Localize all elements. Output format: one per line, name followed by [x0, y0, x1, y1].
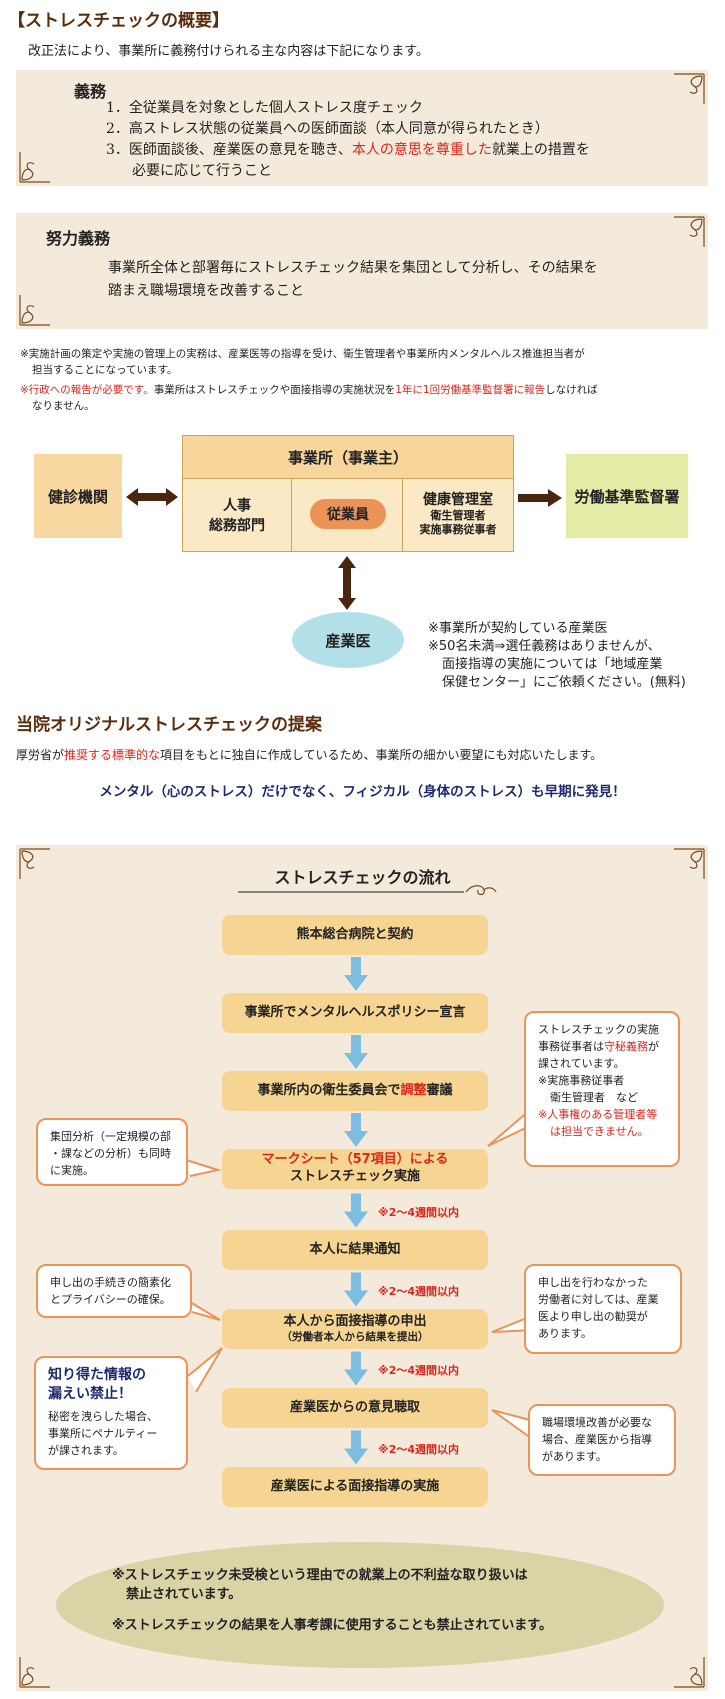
- down-arrow-icon: [344, 1113, 368, 1147]
- callout-recommendation: 申し出を行わなかった 労働者に対しては、産業 医より申し出の勧奨が あります。: [524, 1264, 682, 1354]
- interval-note: ※2～4週間以内: [378, 1206, 460, 1219]
- effort-title: 努力義務: [46, 229, 111, 248]
- hr-department: 人事総務部門: [183, 479, 292, 551]
- overview-title: 【ストレスチェックの概要】: [8, 11, 229, 31]
- flow-step-contract: 熊本総合病院と契約: [222, 915, 488, 955]
- callout-leak-prohibition: 知り得た情報の 漏えい禁止！ 秘密を洩らした場合、 事業所にペナルティー が課さ…: [34, 1356, 188, 1470]
- corner-ornament-icon: [18, 1649, 58, 1689]
- duty-item: 2．高ストレス状態の従業員への医師面談（本人同意が得られたとき）: [106, 121, 549, 137]
- health-checkup-org: 健診機関: [34, 454, 122, 538]
- down-arrow-icon: [344, 1351, 368, 1386]
- right-arrow-icon: [518, 489, 562, 507]
- interval-note: ※2～4週間以内: [378, 1364, 460, 1377]
- duty-title: 義務: [74, 82, 107, 101]
- flow-step-request: 本人から面接指導の申出 （労働者本人から結果を提出）: [222, 1309, 488, 1349]
- flow-step-stresscheck: マークシート（57項目）による ストレスチェック実施: [222, 1149, 488, 1189]
- note-practice: ※実施計画の策定や実施の管理上の実務は、産業医等の指導を受け、衛生管理者や事業所…: [20, 348, 585, 377]
- overview-intro: 改正法により、事業所に義務付けられる主な内容は下記になります。: [28, 44, 429, 59]
- down-arrow-icon: [344, 1272, 368, 1307]
- flow-step-opinion: 産業医からの意見聴取: [222, 1388, 488, 1428]
- duty-panel: 義務 1．全従業員を対象とした個人ストレス度チェック 2．高ストレス状態の従業員…: [16, 70, 708, 186]
- proposal-tagline: メンタル（心のストレス）だけでなく、フィジカル（身体のストレス）も早期に発見！: [99, 784, 626, 800]
- down-arrow-icon: [344, 1430, 368, 1465]
- health-room: 健康管理室 衛生管理者 実施事務従事者: [419, 492, 497, 536]
- callout-group-analysis: 集団分析（一定規模の部 ・課などの分析）も同時 に実施。: [36, 1118, 188, 1186]
- prohibition-notes: ※ストレスチェック未受検という理由での就業上の不利益な取り扱いは 禁止されていま…: [112, 1568, 552, 1633]
- duty-item: 1．全従業員を対象とした個人ストレス度チェック: [106, 100, 423, 116]
- employee-badge: 従業員: [310, 499, 386, 529]
- down-arrow-icon: [344, 1193, 368, 1228]
- prohibition-ellipse: [56, 1542, 664, 1668]
- corner-ornament-icon: [666, 1649, 706, 1689]
- callout-privacy: 申し出の手続きの簡素化 とプライバシーの確保。: [36, 1264, 192, 1318]
- corner-ornament-icon: [666, 847, 706, 887]
- bidirectional-arrow-icon: [126, 488, 178, 506]
- duty-item: 3．医師面談後、産業医の意見を聴き、本人の意思を尊重した就業上の措置を: [106, 142, 590, 158]
- corner-ornament-icon: [18, 287, 58, 327]
- callout-confidentiality: ストレスチェックの実施 事務従事者は守秘義務が 課されています。 ※実施事務従事…: [524, 1011, 680, 1167]
- flow-step-interview: 産業医による面接指導の実施: [222, 1467, 488, 1507]
- flow-step-committee: 事業所内の衛生委員会で調整審議: [222, 1071, 488, 1111]
- duty-list: 1．全従業員を対象とした個人ストレス度チェック 2．高ストレス状態の従業員への医…: [106, 98, 590, 182]
- proposal-body: 厚労省が推奨する標準的な項目をもとに独自に作成しているため、事業所の細かい要望に…: [16, 748, 603, 762]
- office-box: 事業所（事業主） 人事総務部門 従業員 健康管理室 衛生管理者 実施事務従事者: [182, 435, 514, 552]
- corner-ornament-icon: [666, 215, 706, 255]
- title-underline-ornament-icon: [238, 885, 497, 896]
- flow-title: ストレスチェックの流れ: [274, 868, 451, 887]
- duty-item-cont: 必要に応じて行うこと: [132, 163, 272, 179]
- industrial-doctor: 産業医: [292, 612, 404, 668]
- interval-note: ※2～4週間以内: [378, 1443, 460, 1456]
- employee-cell: 従業員: [292, 479, 403, 551]
- doctor-notes: ※事業所が契約している産業医 ※50名未満⇒選任義務はありませんが、 面接指導の…: [428, 621, 686, 690]
- flow-step-policy: 事業所でメンタルヘルスポリシー宣言: [222, 993, 488, 1033]
- labor-standards-office: 労働基準監督署: [566, 454, 688, 538]
- interval-note: ※2～4週間以内: [378, 1285, 460, 1298]
- proposal-title: 当院オリジナルストレスチェックの提案: [16, 715, 322, 735]
- note-report: ※行政への報告が必要です。事業所はストレスチェックや面接指導の実施状況を1年に1…: [20, 384, 598, 413]
- corner-ornament-icon: [18, 144, 58, 184]
- down-arrow-icon: [344, 957, 368, 991]
- effort-panel: 努力義務 事業所全体と部署毎にストレスチェック結果を集団として分析し、その結果を…: [16, 213, 708, 329]
- corner-ornament-icon: [18, 847, 58, 887]
- corner-ornament-icon: [666, 72, 706, 112]
- down-arrow-icon: [344, 1035, 368, 1069]
- vertical-bidirectional-arrow-icon: [338, 556, 356, 610]
- flow-step-notify: 本人に結果通知: [222, 1230, 488, 1270]
- effort-body: 事業所全体と部署毎にストレスチェック結果を集団として分析し、その結果を 踏まえ職…: [108, 260, 598, 299]
- callout-workplace-improvement: 職場環境改善が必要な 場合、産業医から指導 があります。: [528, 1404, 676, 1476]
- office-title: 事業所（事業主）: [183, 436, 513, 479]
